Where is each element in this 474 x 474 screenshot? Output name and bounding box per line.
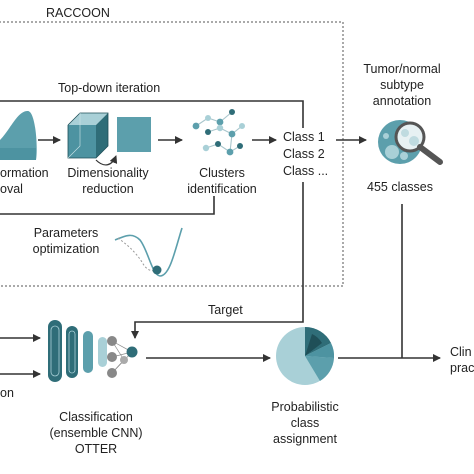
class-more-label: Class ... [283, 164, 329, 178]
ensemble-cnn-icon [48, 320, 138, 382]
target-arrow [131, 182, 304, 339]
optimization-curve [114, 227, 183, 277]
target-label: Target [208, 303, 243, 317]
tumor-label-2: subtype [380, 78, 424, 92]
params-label-2: optimization [32, 242, 100, 256]
info-removal-label-1: ormation [0, 166, 49, 180]
clinical-label-2: prac [450, 361, 474, 375]
raccoon-box [0, 21, 344, 287]
left-partial-label: on [0, 386, 14, 400]
clusters-label-2: identification [187, 182, 257, 196]
probabilistic-label-3: assignment [273, 432, 337, 446]
params-label-1: Parameters [33, 226, 99, 240]
dimred-label-1: Dimensionality [67, 166, 149, 180]
topdown-label: Top-down iteration [58, 81, 161, 95]
raccoon-title: RACCOON [46, 6, 110, 20]
classification-label-1: Classification [59, 410, 133, 424]
tumor-annotation-icon [378, 120, 443, 165]
info-removal-label-2: oval [0, 182, 23, 196]
information-removal-shape [0, 110, 37, 160]
dimred-label-2: reduction [82, 182, 134, 196]
topdown-loop-arrow [0, 100, 304, 128]
clusters-label-1: Clusters [199, 166, 245, 180]
tumor-label-3: annotation [372, 94, 432, 108]
classes-count-label: 455 classes [366, 180, 434, 194]
classification-label-2: (ensemble CNN) [49, 426, 143, 440]
probabilistic-label-1: Probabilistic [271, 400, 339, 414]
probabilistic-pie-icon [276, 326, 335, 385]
classification-label-3: OTTER [74, 442, 118, 456]
probabilistic-label-2: class [290, 416, 320, 430]
clinical-label-1: Clin [450, 345, 472, 359]
class-2-label: Class 2 [283, 147, 325, 161]
dimensionality-reduction-cube [67, 112, 151, 166]
tumor-label-1: Tumor/normal [363, 62, 441, 76]
cluster-nodes [192, 109, 245, 156]
parameter-feedback-line [0, 196, 215, 215]
class-1-label: Class 1 [283, 130, 325, 144]
